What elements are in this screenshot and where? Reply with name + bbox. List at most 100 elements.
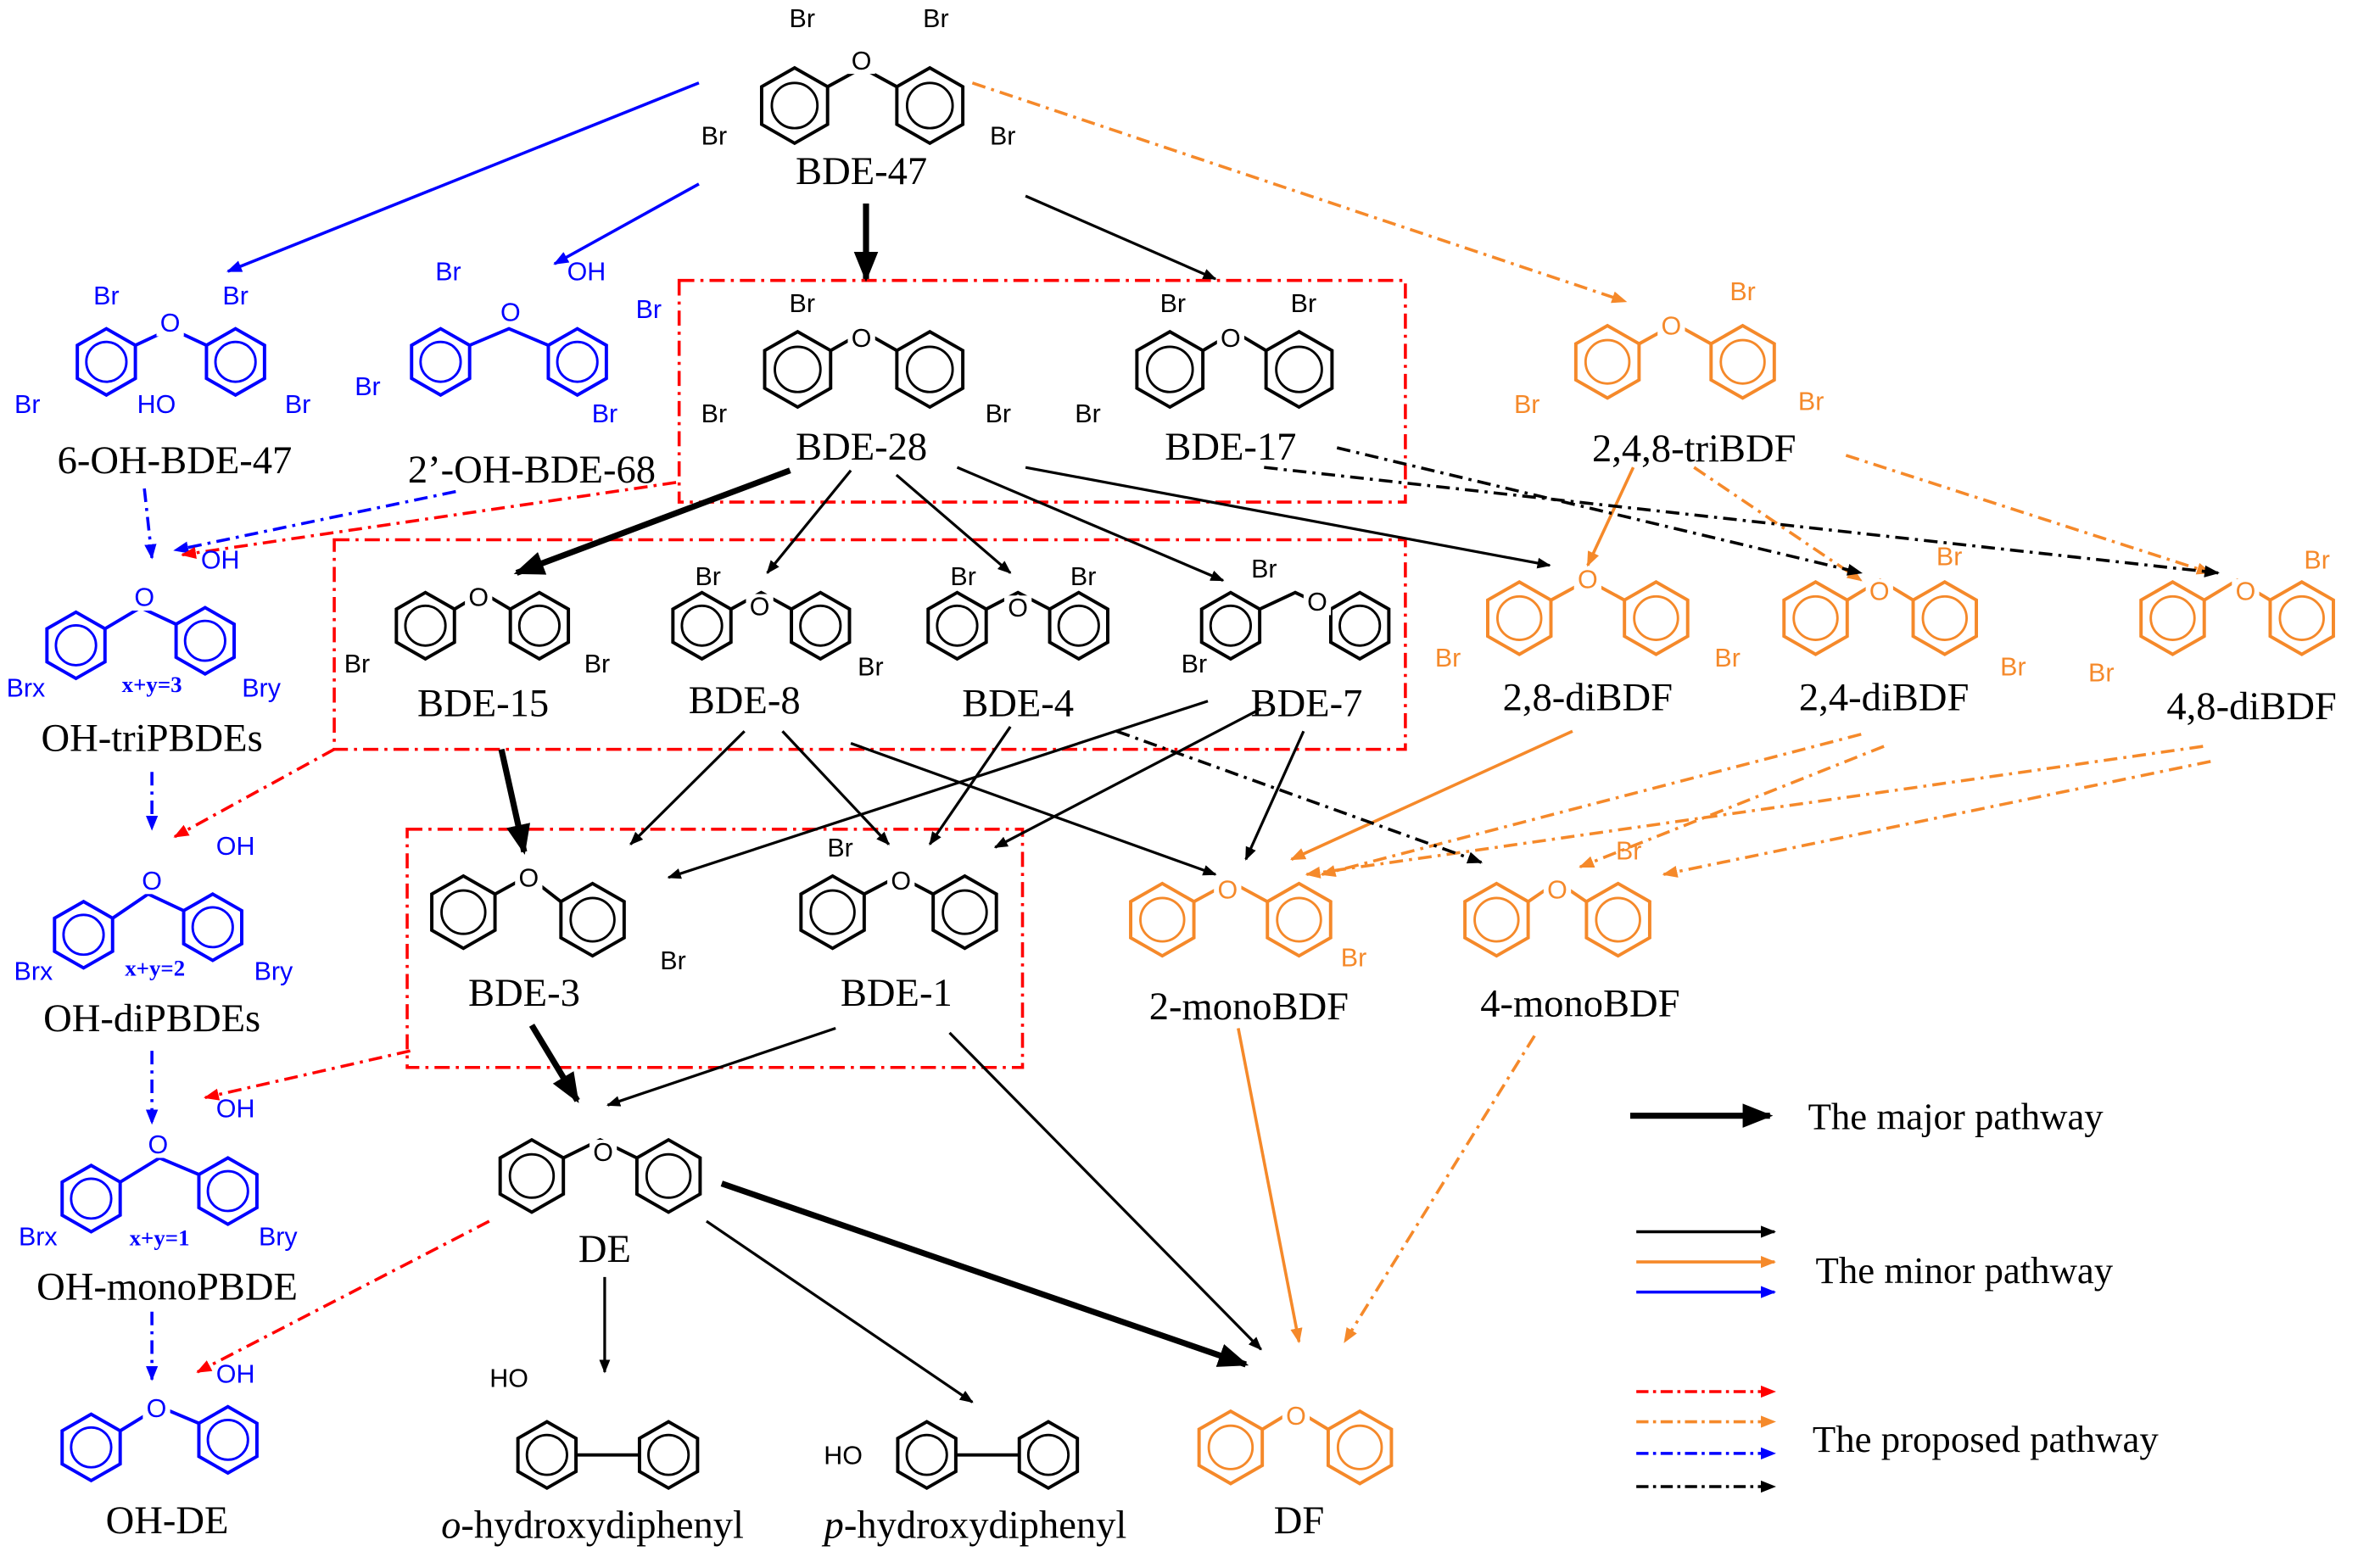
minor-pathway-arrow-black xyxy=(1025,466,1551,569)
aromatic-bond-icon xyxy=(1473,896,1520,943)
minor-pathway-arrow-black xyxy=(948,1031,1262,1351)
proposed-pathway-arrow-orange xyxy=(1343,1035,1536,1343)
compound-label: BDE-47 xyxy=(796,150,927,193)
benzene-ring-icon xyxy=(1017,1420,1080,1491)
compound-label: DE xyxy=(578,1228,631,1271)
atom-label: O xyxy=(1578,566,1598,594)
minor-pathway-arrow-black xyxy=(629,730,746,845)
compound-label: 2,8-diBDF xyxy=(1503,677,1673,720)
atom-label: Br xyxy=(701,400,727,428)
atom-label-bg xyxy=(1214,877,1242,903)
compound-label-rest: -hydroxydiphenyl xyxy=(461,1504,744,1548)
ether-bond-icon xyxy=(119,1156,200,1184)
compound-label: BDE-3 xyxy=(468,972,580,1015)
atom-label-bg xyxy=(887,868,915,895)
benzene-ring-icon xyxy=(1911,580,1979,656)
aromatic-bond-icon xyxy=(1336,1424,1383,1470)
aromatic-bond-icon xyxy=(942,889,988,935)
aromatic-bond-icon xyxy=(1026,1433,1070,1476)
proposed-pathway-arrow-red xyxy=(173,748,335,839)
ether-bond-icon xyxy=(111,892,185,920)
aromatic-bond-icon xyxy=(1633,594,1679,641)
atom-label-bg xyxy=(1865,578,1893,605)
atom-label: Brx xyxy=(14,958,53,986)
atom-label: OH xyxy=(201,546,240,574)
minor-pathway-arrow-black xyxy=(1244,730,1305,861)
ether-bond-icon xyxy=(985,590,1051,611)
aromatic-bond-icon xyxy=(1275,345,1323,393)
proposed-pathway-arrow-red xyxy=(181,481,677,559)
atom-label: OH xyxy=(216,1096,255,1124)
atom-label-bg xyxy=(746,594,774,620)
benzene-ring-icon xyxy=(1584,881,1651,958)
aromatic-bond-icon xyxy=(191,906,234,949)
atom-label: HO xyxy=(824,1442,863,1470)
aromatic-bond-icon xyxy=(2149,594,2196,641)
atom-label: Brx xyxy=(19,1224,58,1252)
compound-label: BDE-28 xyxy=(796,426,927,469)
atom-label: Br xyxy=(1435,644,1461,672)
benzene-ring-icon xyxy=(1199,590,1262,661)
atom-label: HO xyxy=(489,1365,528,1393)
benzene-ring-icon xyxy=(204,326,266,398)
benzene-ring-icon xyxy=(45,610,107,681)
aromatic-bond-icon xyxy=(556,340,599,383)
compound-de: ODE xyxy=(498,1137,702,1271)
benzene-ring-icon xyxy=(498,1137,566,1214)
atom-label-bg xyxy=(1303,589,1332,616)
atom-label: O xyxy=(852,325,872,353)
atom-label: O xyxy=(2236,578,2256,606)
atom-label: Br xyxy=(1291,290,1316,318)
benzene-ring-icon xyxy=(53,899,115,970)
compound-label: 6-OH-BDE-47 xyxy=(58,439,293,483)
atom-label: Br xyxy=(636,296,662,324)
aromatic-bond-icon xyxy=(214,340,257,383)
legend-proposed-label: The proposed pathway xyxy=(1813,1418,2160,1460)
aromatic-bond-icon xyxy=(54,624,98,667)
proposed-pathway-arrow-black xyxy=(1115,729,1484,864)
benzene-ring-icon xyxy=(895,329,965,410)
atom-label: O xyxy=(134,584,154,612)
atom-label: Br xyxy=(1075,400,1100,428)
proposed-pathway-arrow-orange xyxy=(1693,466,1863,582)
aromatic-bond-icon xyxy=(809,889,856,935)
atom-label-bg xyxy=(1657,313,1685,340)
benzene-ring-icon xyxy=(559,881,626,958)
atom-label: O xyxy=(1286,1403,1306,1431)
aromatic-bond-icon xyxy=(905,345,954,393)
atom-label: O xyxy=(148,1131,168,1159)
compound-p-hydroxydiphenyl: HOp-hydroxydiphenyl xyxy=(822,1420,1126,1547)
aromatic-bond-icon xyxy=(774,345,822,393)
benzene-ring-icon xyxy=(1782,580,1849,656)
atom-label: Br xyxy=(435,259,461,287)
benzene-ring-icon xyxy=(60,1163,122,1234)
atom-label-bg xyxy=(847,47,875,75)
atom-label: Br xyxy=(592,400,617,428)
minor-pathway-arrow-blue xyxy=(226,81,700,273)
compound-label: BDE-1 xyxy=(841,972,953,1015)
aromatic-bond-icon xyxy=(770,81,819,130)
aromatic-bond-icon xyxy=(1276,896,1322,943)
atom-label: Br xyxy=(695,563,720,591)
proposed-pathway-arrow-orange xyxy=(1845,454,2212,575)
atom-label: O xyxy=(1662,313,1682,341)
proposed-pathway-arrow-black xyxy=(1264,466,2220,578)
proposed-pathway-arrow-orange xyxy=(1320,733,1862,877)
benzene-ring-icon xyxy=(671,590,733,661)
compound-label: 2-monoBDF xyxy=(1149,985,1349,1029)
atom-label: Br xyxy=(344,650,370,678)
atom-label: Br xyxy=(701,123,727,151)
atom-label: Br xyxy=(1341,945,1366,973)
benzene-ring-icon xyxy=(508,590,571,661)
proposed-pathway-arrow-blue xyxy=(173,489,456,554)
legend: The major pathway The minor pathway The … xyxy=(1629,1096,2160,1493)
aromatic-bond-icon xyxy=(508,1152,556,1199)
atom-label: Bry xyxy=(259,1224,299,1252)
proposed-pathway-arrow-orange xyxy=(1662,760,2211,878)
atom-label: O xyxy=(468,584,489,612)
compound-label: OH-diPBDEs xyxy=(43,997,260,1041)
group-box-tribde xyxy=(677,278,1407,504)
